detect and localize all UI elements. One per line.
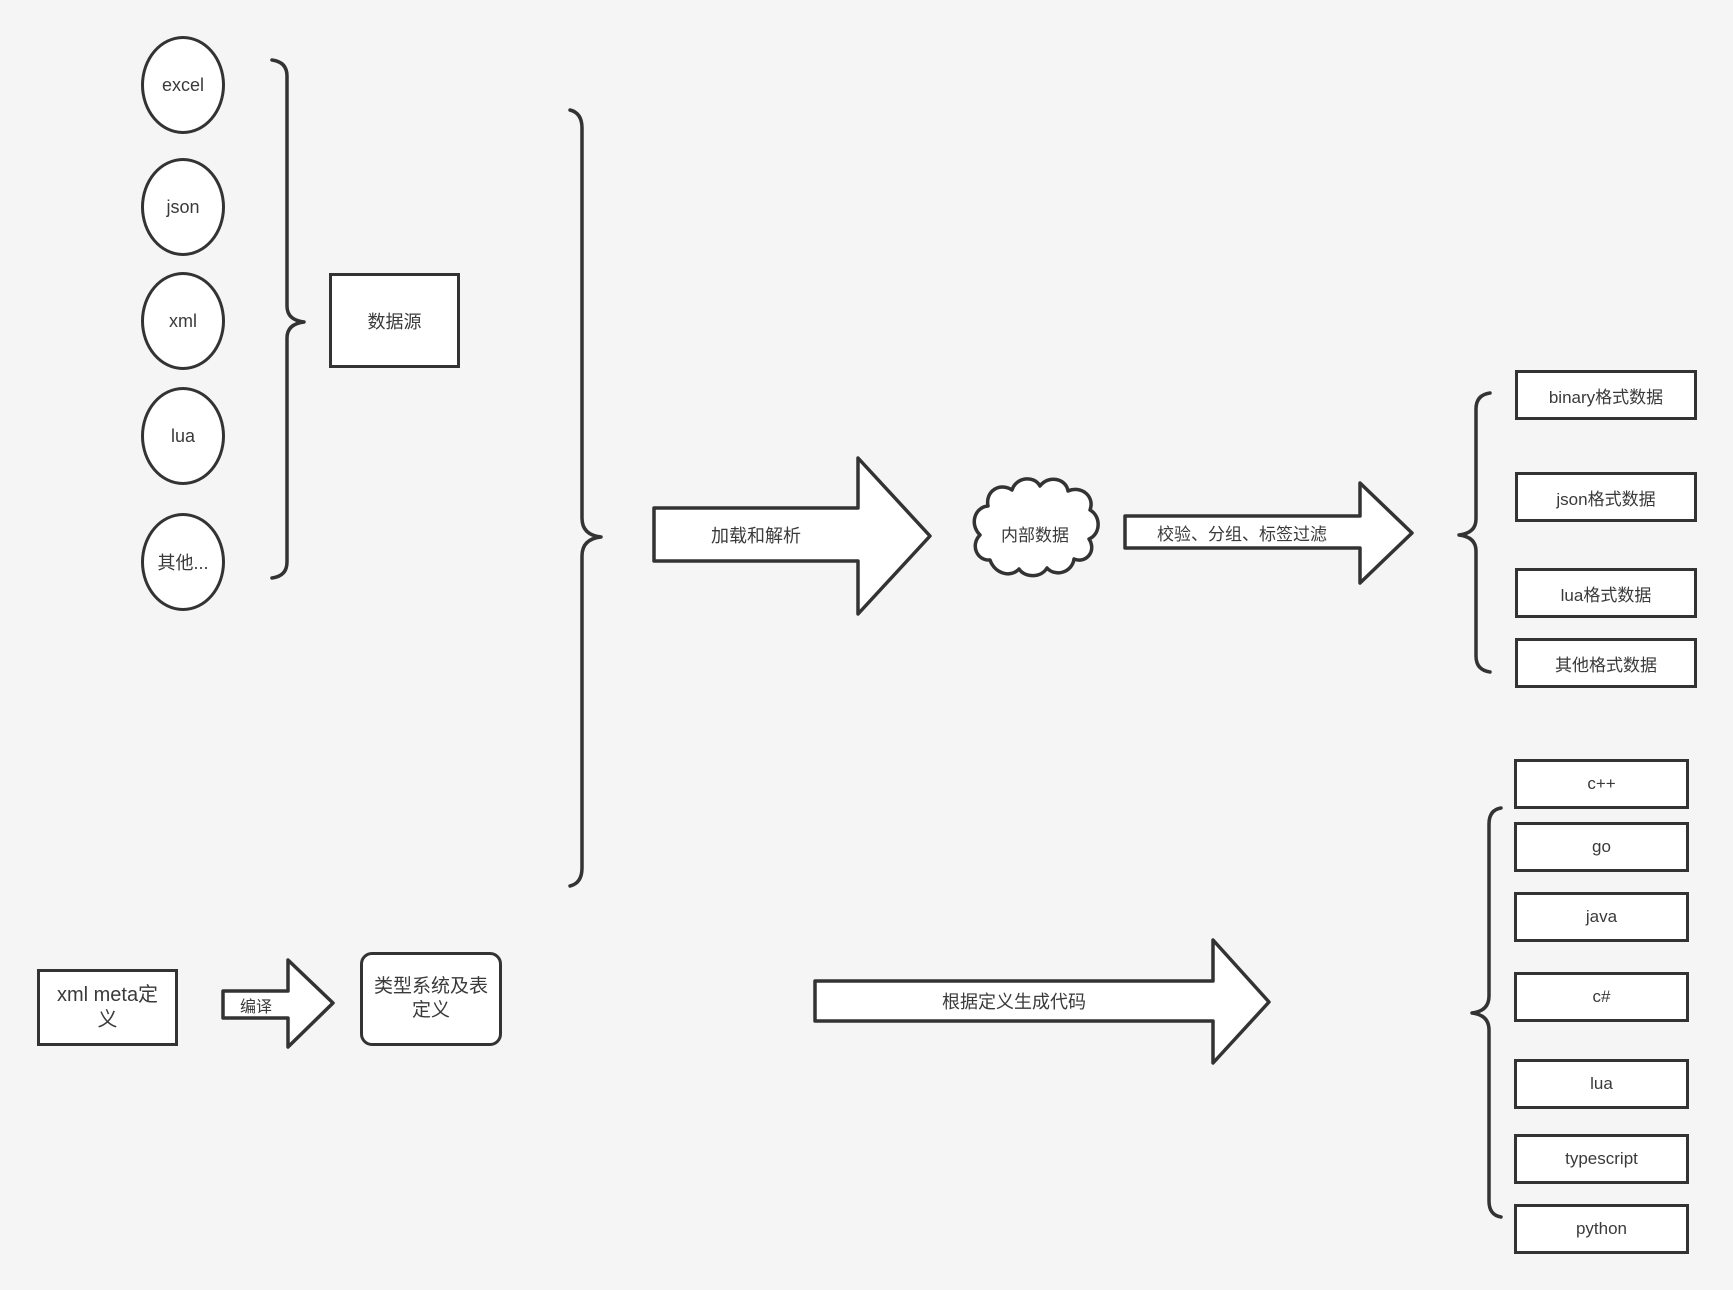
lang-java-label: java: [1585, 907, 1618, 926]
lang-lua-label: lua: [1590, 1074, 1613, 1093]
source-other-label: 其他...: [157, 553, 209, 573]
codegen-arrow: [813, 938, 1271, 1065]
sources-brace: [270, 58, 306, 580]
lang-csharp-label: c#: [1592, 987, 1611, 1006]
xml-meta-label: xml meta定义: [56, 983, 159, 1031]
filter-arrow: [1123, 481, 1414, 585]
type-system-label: 类型系统及表定义: [373, 976, 488, 1021]
datasource-box: 数据源: [329, 273, 460, 368]
main-brace: [568, 108, 603, 888]
format-box-binary: binary格式数据: [1515, 370, 1697, 420]
lang-cpp-label: c++: [1587, 774, 1616, 793]
lang-box-csharp: c#: [1514, 972, 1689, 1022]
datasource-label: 数据源: [367, 311, 422, 332]
lang-box-go: go: [1514, 822, 1689, 872]
type-system-box: 类型系统及表定义: [360, 952, 502, 1046]
load-parse-arrow: [652, 456, 932, 616]
source-lua-label: lua: [170, 425, 196, 446]
compile-arrow: [221, 958, 335, 1049]
format-box-other: 其他格式数据: [1515, 638, 1697, 688]
internal-data-cloud: [972, 477, 1100, 578]
source-xml-label: xml: [169, 310, 197, 331]
source-json: json: [141, 158, 225, 256]
format-box-lua: lua格式数据: [1515, 568, 1697, 618]
lang-box-typescript: typescript: [1514, 1134, 1689, 1184]
source-lua: lua: [141, 387, 225, 485]
lang-box-cpp: c++: [1514, 759, 1689, 809]
source-xml: xml: [141, 272, 225, 370]
source-other: 其他...: [141, 513, 225, 611]
format-binary-label: binary格式数据: [1548, 387, 1664, 407]
source-json-label: json: [166, 196, 200, 217]
source-excel: excel: [141, 36, 225, 134]
lang-box-java: java: [1514, 892, 1689, 942]
lang-go-label: go: [1592, 837, 1611, 856]
lang-python-label: python: [1575, 1219, 1628, 1238]
format-other-label: 其他格式数据: [1555, 655, 1657, 675]
format-box-json: json格式数据: [1515, 472, 1697, 522]
formats-brace: [1457, 391, 1492, 674]
format-lua-label: lua格式数据: [1560, 585, 1652, 605]
languages-brace: [1470, 806, 1503, 1219]
xml-meta-box: xml meta定义: [37, 969, 178, 1046]
lang-box-lua: lua: [1514, 1059, 1689, 1109]
format-json-label: json格式数据: [1556, 489, 1656, 509]
source-excel-label: excel: [161, 74, 205, 95]
lang-box-python: python: [1514, 1204, 1689, 1254]
lang-typescript-label: typescript: [1565, 1149, 1638, 1168]
